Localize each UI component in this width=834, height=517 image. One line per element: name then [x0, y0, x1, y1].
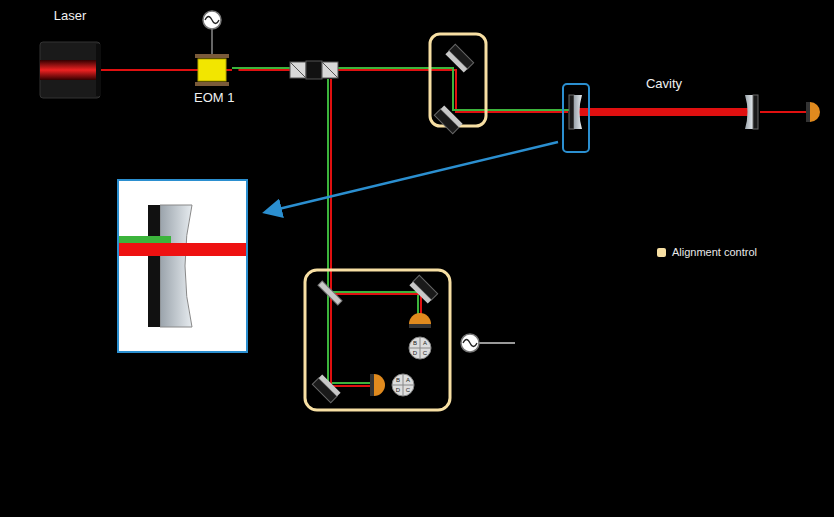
optical-isolator [306, 61, 322, 79]
component-label: EOM 1 [194, 90, 234, 105]
inset-detail [148, 205, 160, 327]
steering-mirror [445, 44, 473, 72]
eom-crystal [195, 82, 229, 86]
quadrant-photodetector [403, 374, 404, 396]
quadrant-photodetector [392, 374, 414, 396]
highlight-box [563, 84, 589, 152]
eom-crystal [198, 59, 226, 81]
photodetector [806, 102, 820, 122]
green-beam [328, 292, 372, 383]
signal-source [479, 342, 515, 344]
optical-cavity: Cavity [568, 76, 760, 128]
inset-detail [118, 180, 247, 352]
quadrant-photodetector [409, 313, 431, 359]
optical-isolator [290, 62, 306, 78]
inset-detail [119, 243, 246, 256]
inset-detail [119, 236, 171, 243]
component-label: Laser [54, 8, 87, 23]
output-mirror [753, 95, 758, 129]
eom-crystal [195, 11, 229, 86]
quadrant-photodetector [409, 337, 431, 359]
input-mirror [569, 95, 574, 129]
legend-text: Alignment control [672, 246, 757, 258]
quadrant-letter: D [413, 350, 417, 356]
red-beam [331, 79, 421, 322]
laser-body [96, 44, 101, 96]
alignment-region [305, 270, 450, 410]
laser-source: Laser [36, 8, 104, 100]
photodetector [806, 102, 810, 122]
quadrant-photodetector [409, 324, 431, 328]
quadrant-photodetector [374, 374, 385, 396]
laser-beam [104, 69, 190, 71]
input-mirror [569, 95, 582, 129]
eom-crystal [203, 11, 221, 29]
beam-splitter [318, 281, 342, 305]
quadrant-letter: B [413, 340, 417, 346]
steering-mirror [409, 282, 431, 304]
laser-body [40, 60, 100, 80]
cavity-beam [576, 108, 750, 116]
laser-body [40, 42, 101, 98]
laser-body [40, 42, 100, 98]
photodetector [810, 102, 820, 122]
steering-mirror [409, 275, 437, 303]
legend-item: Alignment control [657, 246, 757, 258]
steering-mirror [445, 51, 467, 73]
signal-source [463, 340, 477, 347]
quadrant-photodetector [370, 374, 374, 396]
callout-arrow [266, 142, 558, 212]
legend-swatch [657, 248, 666, 257]
output-mirror [745, 95, 753, 129]
red-beam [760, 111, 806, 113]
steering-mirror [312, 374, 340, 402]
component-label: Cavity [646, 76, 682, 91]
signal-source [461, 334, 479, 352]
quadrant-letter: D [396, 387, 400, 393]
optical-isolator [322, 62, 338, 78]
red-beam [70, 70, 806, 386]
quadrant-letter: A [406, 377, 410, 383]
input-mirror [574, 95, 582, 129]
inset-detail [118, 180, 247, 352]
laser-beam [238, 70, 568, 112]
green-beam [232, 68, 575, 110]
green-beam [328, 79, 418, 322]
steering-mirror [319, 374, 341, 396]
quadrant-photodetector [370, 374, 414, 396]
quadrant-letter: C [406, 387, 410, 393]
quadrant-letter: C [423, 350, 427, 356]
optical-isolator [322, 62, 338, 78]
beam-splitter [318, 281, 342, 305]
quadrant-photodetector [420, 337, 421, 359]
eom-crystal [205, 17, 219, 24]
steering-mirror [441, 105, 463, 127]
green-beam [232, 68, 575, 383]
signal-source [461, 334, 515, 352]
eom-crystal [211, 29, 213, 54]
inset-detail [160, 205, 192, 327]
eom-modulator: EOM 1 [190, 55, 238, 105]
optical-isolator [290, 61, 338, 79]
quadrant-letter: B [396, 377, 400, 383]
optical-isolator [290, 62, 306, 78]
red-beam [331, 294, 372, 386]
quadrant-letter: A [423, 340, 427, 346]
steering-mirror [434, 105, 462, 133]
eom-crystal [195, 54, 229, 58]
output-mirror [745, 95, 758, 129]
quadrant-photodetector [409, 313, 431, 324]
